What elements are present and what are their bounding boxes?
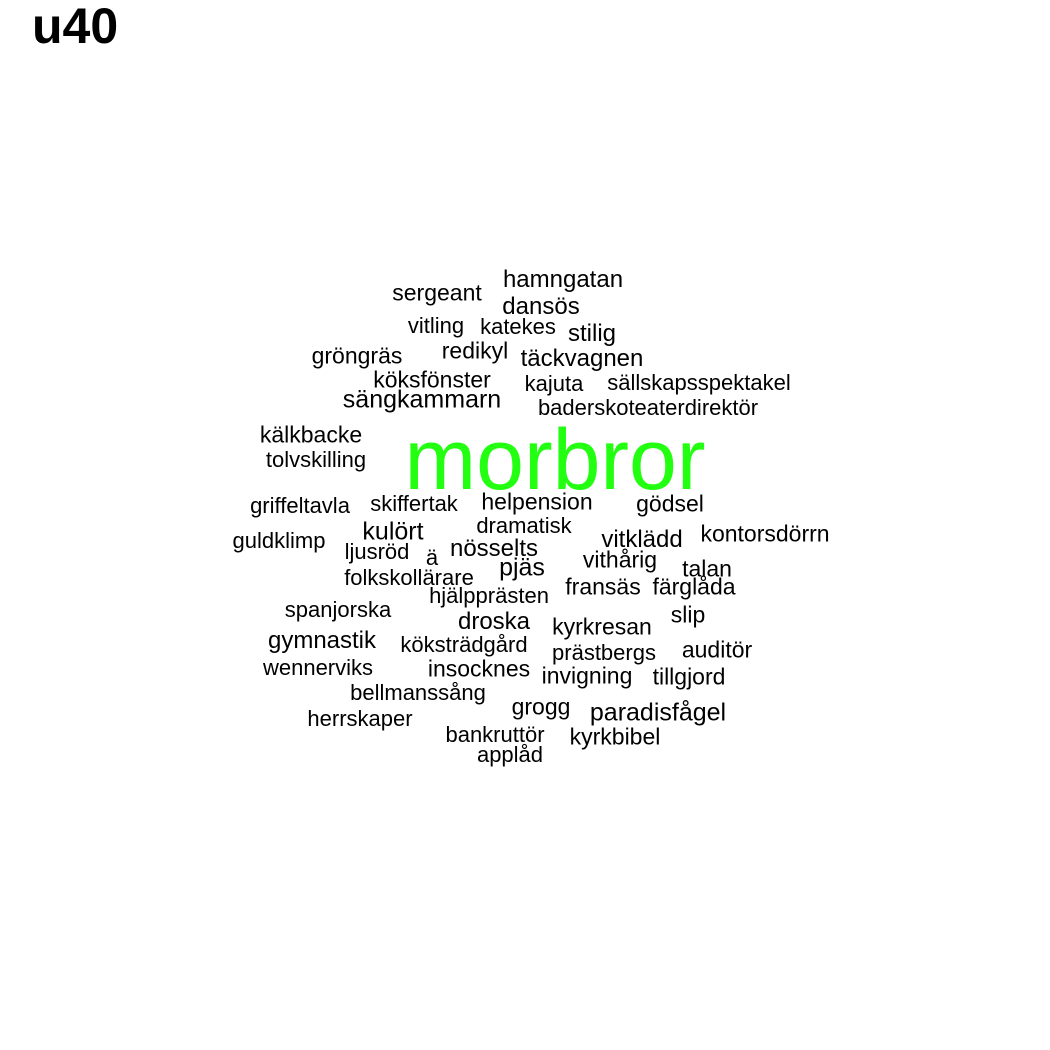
word-sallskapsspektakel: sällskapsspektakel: [607, 370, 791, 395]
word-auditor: auditör: [681, 636, 753, 663]
word-hamngatan: hamngatan: [502, 266, 624, 293]
word-kajuta: kajuta: [524, 371, 584, 396]
word-gymnastik: gymnastik: [267, 627, 377, 654]
word-applad: applåd: [476, 742, 544, 767]
word-grogg: grogg: [511, 693, 571, 720]
word-stilig: stilig: [567, 320, 617, 347]
word-insocknes: insocknes: [427, 655, 531, 682]
word-nosselts: nösselts: [449, 535, 539, 562]
word-katekes: katekes: [480, 314, 556, 339]
word-wennerviks: wennerviks: [262, 655, 374, 680]
word-dramatisk: dramatisk: [476, 513, 572, 538]
word-droska: droska: [457, 608, 531, 635]
word-vitkladd: vitklädd: [601, 526, 683, 553]
word-koksfonster: köksfönster: [373, 366, 491, 393]
word-fransas: fransäs: [565, 573, 641, 600]
word-a: ä: [425, 545, 439, 570]
word-kontorsdorrn: kontorsdörrn: [700, 520, 830, 547]
word-pjas: pjäs: [499, 553, 545, 582]
word-talan: talan: [682, 555, 732, 582]
word-vitling: vitling: [407, 313, 465, 338]
word-grongras: gröngräs: [311, 342, 403, 369]
word-kalkbacke: kälkbacke: [259, 421, 363, 448]
word-skiffertak: skiffertak: [370, 491, 458, 516]
word-guldklimp: guldklimp: [232, 528, 326, 553]
word-kyrkresan: kyrkresan: [552, 613, 652, 640]
word-dansos: dansös: [502, 293, 580, 320]
word-kyrkbibel: kyrkbibel: [569, 723, 661, 750]
word-prastbergs: prästbergs: [552, 640, 656, 665]
word-godsel: gödsel: [636, 490, 704, 517]
word-herrskaper: herrskaper: [307, 706, 413, 731]
word-redikyl: redikyl: [441, 337, 509, 364]
word-helpension: helpension: [481, 488, 593, 515]
word-griffeltavla: griffeltavla: [250, 493, 350, 518]
word-tackvagnen: täckvagnen: [520, 345, 644, 372]
page-title: u40: [32, 0, 119, 54]
word-farglada: färglåda: [652, 573, 736, 600]
word-bankruttor: bankruttör: [445, 722, 545, 747]
word-slip: slip: [670, 601, 706, 628]
word-kulort: kulört: [362, 517, 424, 546]
word-morbror: morbror: [404, 412, 706, 508]
word-vitharig: vithårig: [582, 546, 658, 573]
word-sergeant: sergeant: [392, 279, 482, 306]
word-ljusrod: ljusröd: [344, 539, 410, 564]
word-bellmanssang: bellmanssång: [350, 680, 486, 705]
word-kokstradgard: köksträdgård: [400, 632, 528, 657]
word-tillgjord: tillgjord: [652, 663, 726, 690]
word-sangkammarn: sängkammarn: [342, 385, 502, 414]
word-invigning: invigning: [541, 662, 633, 689]
word-paradisfagel: paradisfågel: [589, 698, 727, 727]
word-folkskollarare: folkskollärare: [344, 565, 474, 590]
word-hjalpprasten: hjälpprästen: [429, 583, 549, 608]
word-baderskoteaterdirektor: baderskoteaterdirektör: [537, 395, 759, 420]
word-spanjorska: spanjorska: [284, 597, 392, 622]
word-tolvskilling: tolvskilling: [265, 447, 367, 472]
